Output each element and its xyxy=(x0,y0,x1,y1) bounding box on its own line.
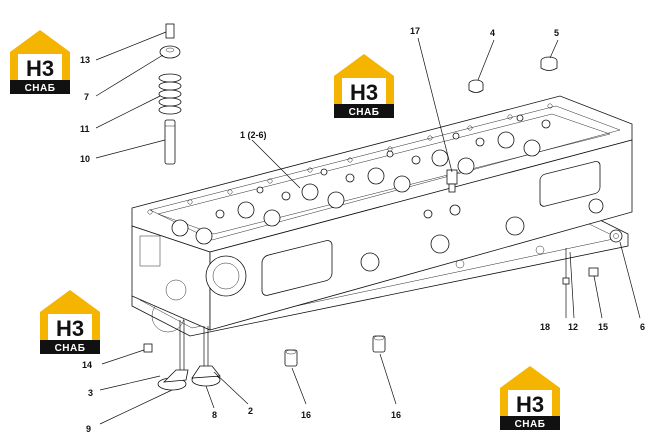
callout-17: 17 xyxy=(410,26,420,36)
callout-12: 12 xyxy=(568,322,578,332)
dowel-pin xyxy=(143,343,153,353)
logo-mark: H3 xyxy=(350,80,378,105)
callout-7: 7 xyxy=(84,92,89,102)
expansion-plug-large xyxy=(540,56,558,71)
callout-4: 4 xyxy=(490,28,495,38)
valve-guide xyxy=(164,119,176,165)
logo-text: СНАБ xyxy=(25,83,56,94)
callout-10: 10 xyxy=(80,154,90,164)
logo-text: СНАБ xyxy=(349,107,380,118)
intake-valve xyxy=(157,320,189,391)
callout-3: 3 xyxy=(88,388,93,398)
logo-mark: H3 xyxy=(516,392,544,417)
callout-assembly: 1 (2-6) xyxy=(240,130,267,140)
valve-spring xyxy=(158,73,182,115)
callout-9: 9 xyxy=(86,424,91,434)
head-bolt-holes xyxy=(147,103,553,215)
callout-14: 14 xyxy=(82,360,92,370)
leader-lines xyxy=(95,31,641,425)
callout-5: 5 xyxy=(554,28,559,38)
callout-16-right: 16 xyxy=(391,410,401,420)
sleeve-right xyxy=(372,335,386,353)
callout-6: 6 xyxy=(640,322,645,332)
logo-text: СНАБ xyxy=(515,419,546,430)
logo-mark: H3 xyxy=(56,316,84,341)
callout-8: 8 xyxy=(212,410,217,420)
logo-text: СНАБ xyxy=(55,343,86,354)
exhaust-valve xyxy=(191,326,221,387)
cylinder-head xyxy=(131,95,633,331)
valve-seat-pattern xyxy=(171,114,551,245)
sleeve-left xyxy=(284,349,298,367)
fitting-side xyxy=(609,229,623,243)
expansion-plug-small xyxy=(468,79,484,93)
callout-15: 15 xyxy=(598,322,608,332)
callout-11: 11 xyxy=(80,124,90,134)
callout-labels: 1 (2-6) 13 7 11 10 17 4 5 18 12 15 6 14 … xyxy=(80,26,645,434)
callout-16-left: 16 xyxy=(301,410,311,420)
fitting xyxy=(446,169,458,193)
logo-mark: H3 xyxy=(26,56,54,81)
spring-retainer xyxy=(159,45,181,59)
callout-13: 13 xyxy=(80,55,90,65)
callout-18: 18 xyxy=(540,322,550,332)
valve-keeper xyxy=(165,23,175,39)
callout-2: 2 xyxy=(248,406,253,416)
nut xyxy=(588,267,599,277)
